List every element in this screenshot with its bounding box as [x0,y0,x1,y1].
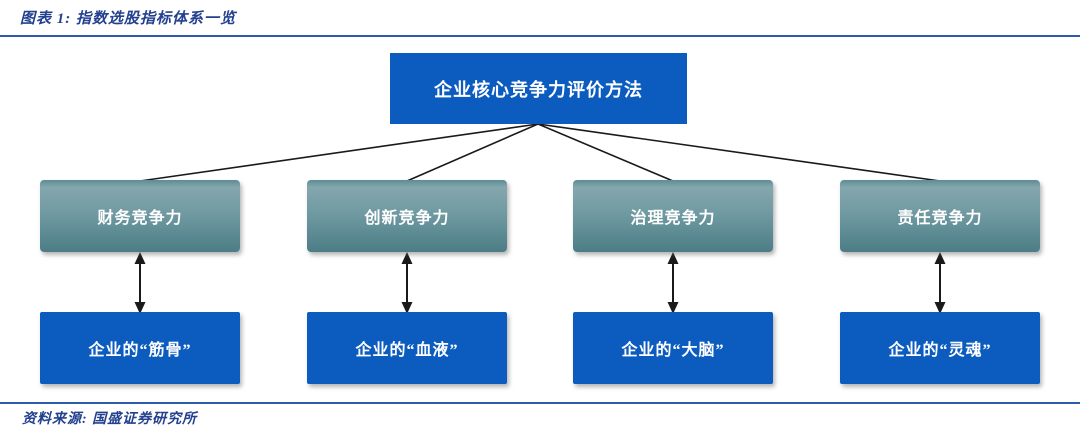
category-node-financial: 财务竞争力 [40,180,240,252]
footer-rule [0,402,1080,404]
connector-line [139,123,539,182]
header-rule [0,35,1080,37]
fan-connector-lines [139,123,941,182]
description-node-soul: 企业的“灵魂” [840,312,1040,384]
figure-title: 图表 1: 指数选股指标体系一览 [20,11,236,27]
connector-line [537,123,941,182]
double-arrow [934,252,946,314]
figure-source: 资料来源: 国盛证券研究所 [22,412,198,427]
description-node-blood: 企业的“血液” [307,312,507,384]
connector-line [406,123,539,182]
connector-line [537,123,674,182]
category-node-responsibility: 责任竞争力 [840,180,1040,252]
root-node-evaluation-method: 企业核心竞争力评价方法 [390,53,687,124]
double-arrow [401,252,413,314]
category-node-innovation: 创新竞争力 [307,180,507,252]
double-arrow [667,252,679,314]
double-arrows [134,252,946,314]
category-node-governance: 治理竞争力 [573,180,773,252]
description-node-brain: 企业的“大脑” [573,312,773,384]
description-node-muscles: 企业的“筋骨” [40,312,240,384]
double-arrow [134,252,146,314]
